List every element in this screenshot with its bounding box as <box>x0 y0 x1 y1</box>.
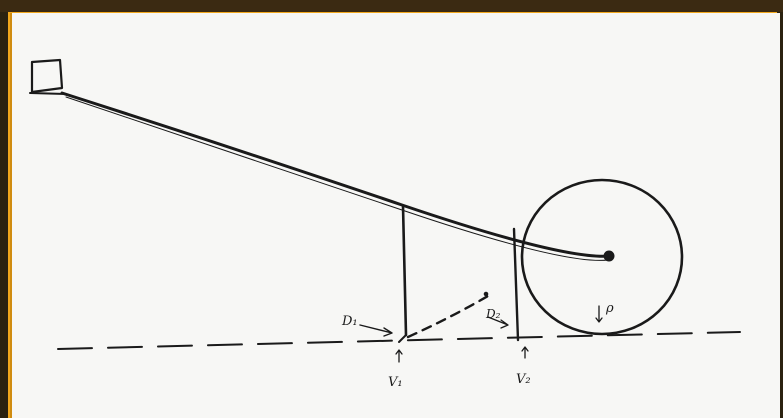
right-edge-strip <box>777 12 783 418</box>
clipped-title-glyphs: ▀ ▀▀▀ ▀ ▀ ▀▀ ▀ <box>40 0 391 12</box>
wheel <box>520 178 684 336</box>
ground-line <box>57 331 741 350</box>
rho-arrow <box>595 305 603 323</box>
title-strip: ▀ ▀▀▀ ▀ ▀ ▀▀ ▀ <box>0 0 783 12</box>
label-d2: D₂ <box>485 307 501 321</box>
d2-arrow <box>487 316 509 329</box>
v1-arrow <box>395 349 403 363</box>
d1-arrow <box>359 324 393 337</box>
sketch-paper <box>10 13 780 418</box>
label-rho: ρ <box>605 301 614 316</box>
strut-1-foot <box>398 334 407 343</box>
trajectory-dot <box>483 291 489 297</box>
strut-1 <box>401 204 408 337</box>
pivot-block-bottom <box>29 92 67 95</box>
label-v2: V₂ <box>516 372 531 387</box>
left-edge-strip <box>0 12 8 418</box>
v2-arrow <box>521 346 529 359</box>
label-d1: D₁ <box>341 314 358 329</box>
strut-2 <box>512 227 520 342</box>
lever-rod-shadow <box>65 96 609 261</box>
pivot-block <box>30 58 64 94</box>
trajectory-dashed <box>406 294 490 339</box>
wheel-hub <box>603 250 615 262</box>
label-v1: V₁ <box>388 375 403 390</box>
lever-rod <box>60 91 612 258</box>
